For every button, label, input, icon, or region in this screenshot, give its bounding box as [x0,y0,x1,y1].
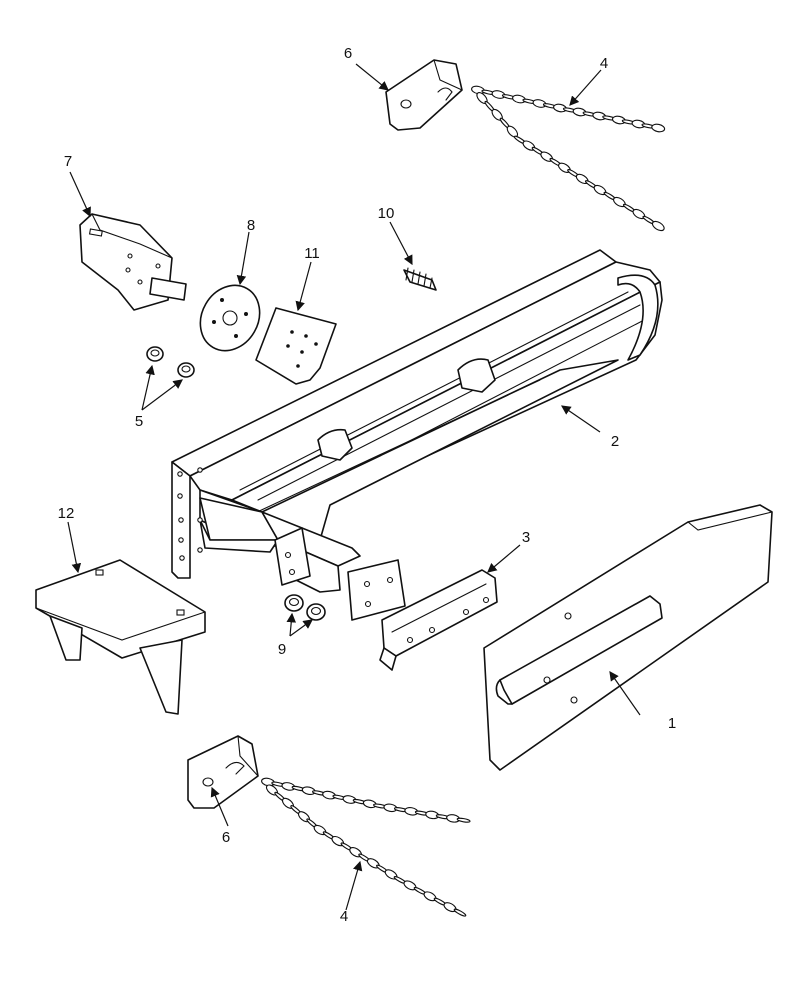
callout-11: 11 [304,245,320,262]
callout-5: 5 [135,413,143,430]
callout-8: 8 [247,217,255,234]
callout-leaders [67,63,641,911]
callout-6-bottom: 6 [222,829,230,846]
chain-link [456,817,471,823]
chain-link [651,123,666,133]
callout-10: 10 [378,205,395,222]
bushings-part-5 [146,346,195,378]
callout-6-top: 6 [344,45,352,62]
clamp-bar-part [379,569,498,671]
callout-4-bottom: 4 [340,908,348,925]
callout-4-top: 4 [600,55,608,72]
callout-1: 1 [668,715,676,732]
disc-part [199,284,261,352]
callout-labels: 1 2 3 4 4 5 6 6 7 8 9 10 11 12 [58,45,677,925]
callout-2: 2 [611,433,619,450]
chain-bracket-top-part [385,59,463,131]
chain-bracket-bottom-part [187,735,259,809]
main-frame-part [171,249,663,621]
spring-part [403,267,437,291]
callout-9: 9 [278,641,286,658]
chain-link [651,220,665,232]
chain-top-part [471,85,666,232]
support-bracket-part [35,559,206,715]
chain-bottom-part [261,777,471,917]
pivot-mount-part [79,213,187,311]
callout-3: 3 [522,529,530,546]
wear-plate-part [255,307,337,385]
callout-12: 12 [58,505,75,522]
chain-link [453,908,467,917]
skid-plate-part [483,504,773,771]
callout-7: 7 [64,153,72,170]
bushings-part-9 [284,594,326,621]
